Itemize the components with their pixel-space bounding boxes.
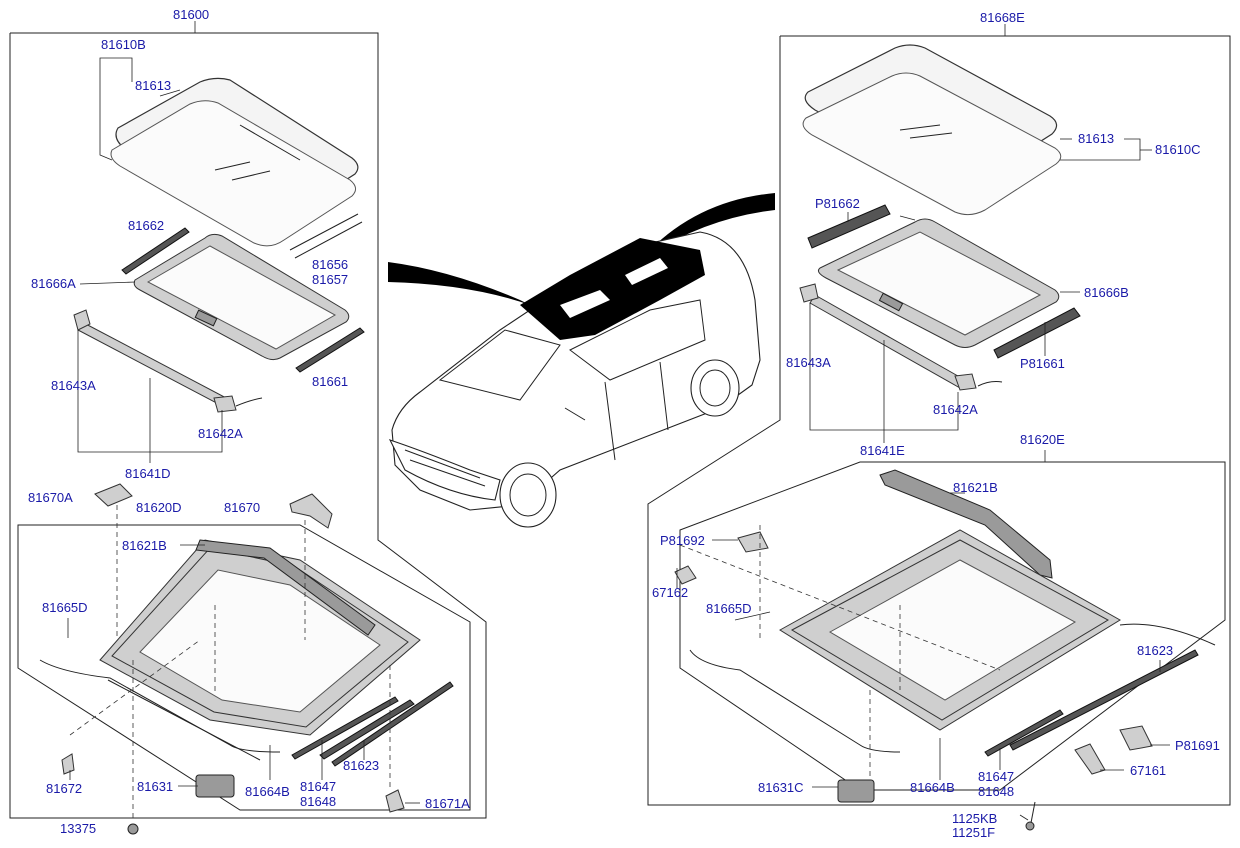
label-81641E: 81641E xyxy=(860,443,905,458)
right-glass-assembly xyxy=(802,44,1152,216)
label-81642A-right: 81642A xyxy=(933,402,978,417)
right-sunshade xyxy=(807,204,1081,359)
right-deflector xyxy=(799,283,1003,443)
left-sunshade xyxy=(79,213,365,373)
minivan-illustration xyxy=(388,193,775,528)
label-1125KB: 1125KB xyxy=(952,811,997,826)
label-81623-right: 81623 xyxy=(1137,643,1173,658)
label-81610B: 81610B xyxy=(101,37,146,52)
label-81670: 81670 xyxy=(224,500,260,515)
label-81621B-left: 81621B xyxy=(122,538,167,553)
label-81672: 81672 xyxy=(46,781,82,796)
label-81643A-right: 81643A xyxy=(786,355,831,370)
label-81620D: 81620D xyxy=(136,500,182,515)
label-81664B-left: 81664B xyxy=(245,784,290,799)
label-67161: 67161 xyxy=(1130,763,1166,778)
label-81647-right: 81647 xyxy=(978,769,1014,784)
label-P81691: P81691 xyxy=(1175,738,1220,753)
label-81661: 81661 xyxy=(312,374,348,389)
label-81668E: 81668E xyxy=(980,10,1025,25)
left-glass-assembly xyxy=(99,57,359,247)
part-labels: 81600 81610B 81613 81662 81666A 81656 81… xyxy=(28,7,1220,840)
label-P81662: P81662 xyxy=(815,196,860,211)
label-13375: 13375 xyxy=(60,821,96,836)
label-81600: 81600 xyxy=(173,7,209,22)
label-81666A: 81666A xyxy=(31,276,76,291)
label-81670A: 81670A xyxy=(28,490,73,505)
label-P81692: P81692 xyxy=(660,533,705,548)
label-81621B-right: 81621B xyxy=(953,480,998,495)
label-11251F: 11251F xyxy=(952,825,995,840)
label-81648-left: 81648 xyxy=(300,794,336,809)
label-81631: 81631 xyxy=(137,779,173,794)
label-67162: 67162 xyxy=(652,585,688,600)
right-frame-brackets xyxy=(674,450,1170,831)
label-81641D: 81641D xyxy=(125,466,171,481)
left-assembly-frame xyxy=(9,21,487,819)
label-81665D-right: 81665D xyxy=(706,601,752,616)
left-frame-brackets xyxy=(61,483,420,835)
label-81610C: 81610C xyxy=(1155,142,1201,157)
label-P81661: P81661 xyxy=(1020,356,1065,371)
label-81671A: 81671A xyxy=(425,796,470,811)
label-81648-right: 81648 xyxy=(978,784,1014,799)
left-deflector xyxy=(73,309,263,463)
label-81642A-left: 81642A xyxy=(198,426,243,441)
label-81620E: 81620E xyxy=(1020,432,1065,447)
label-81631C: 81631C xyxy=(758,780,804,795)
label-81665D-left: 81665D xyxy=(42,600,88,615)
label-81643A-left: 81643A xyxy=(51,378,96,393)
label-81657: 81657 xyxy=(312,272,348,287)
label-81623-left: 81623 xyxy=(343,758,379,773)
right-assembly-frame xyxy=(647,24,1231,806)
label-81613-left: 81613 xyxy=(135,78,171,93)
label-81666B: 81666B xyxy=(1084,285,1129,300)
label-81656: 81656 xyxy=(312,257,348,272)
right-sunroof-frame xyxy=(689,469,1216,803)
left-sunroof-frame xyxy=(39,539,454,798)
label-81647-left: 81647 xyxy=(300,779,336,794)
label-81664B-right: 81664B xyxy=(910,780,955,795)
label-81613-right: 81613 xyxy=(1078,131,1114,146)
label-81662: 81662 xyxy=(128,218,164,233)
